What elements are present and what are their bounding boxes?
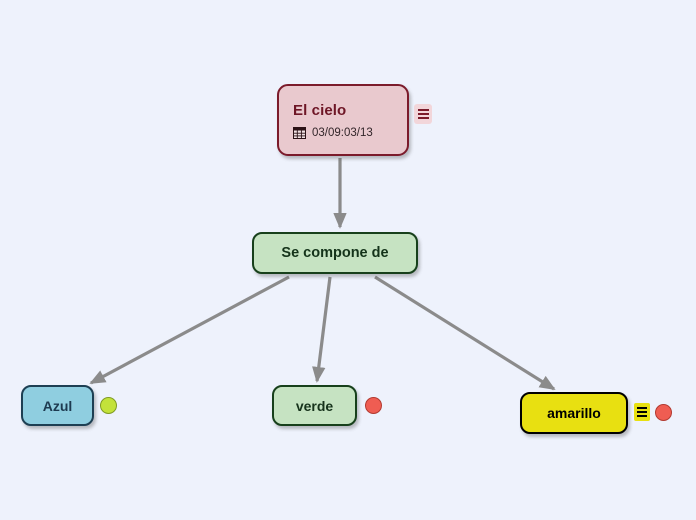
amarillo-note-icon[interactable]: [634, 403, 650, 421]
edge-branch-to-verde: [312, 276, 332, 383]
root-title: El cielo: [293, 101, 347, 119]
green-status-dot[interactable]: [100, 397, 117, 414]
calendar-icon: [293, 126, 306, 139]
leaf-label-amarillo: amarillo: [547, 405, 601, 421]
leaf-label-verde: verde: [295, 397, 334, 414]
note-icon-bar: [417, 113, 429, 115]
note-icon-bar: [637, 411, 647, 413]
root-date-label: 03/09:03/13: [312, 126, 373, 139]
note-icon-bar: [417, 117, 429, 119]
red-status-dot[interactable]: [655, 404, 672, 421]
root-note-icon[interactable]: [414, 104, 432, 124]
branch-label: Se compone de: [281, 245, 389, 261]
node-branch-se-compone-de[interactable]: Se compone de: [252, 232, 418, 274]
node-root[interactable]: El cielo 03/09:03/13: [277, 84, 409, 156]
note-icon-bar: [637, 407, 647, 409]
leaf-label-azul: Azul: [42, 397, 73, 414]
node-leaf-verde[interactable]: verde: [272, 385, 357, 426]
root-date-row: 03/09:03/13: [293, 126, 373, 139]
edge-branch-to-azul: [89, 275, 290, 385]
note-icon-bar: [637, 415, 647, 417]
node-leaf-azul[interactable]: Azul: [21, 385, 94, 426]
red-status-dot[interactable]: [365, 397, 382, 414]
node-leaf-amarillo[interactable]: amarillo: [520, 392, 628, 434]
note-icon-bar: [417, 109, 429, 111]
edge-branch-to-amarillo: [374, 275, 556, 391]
